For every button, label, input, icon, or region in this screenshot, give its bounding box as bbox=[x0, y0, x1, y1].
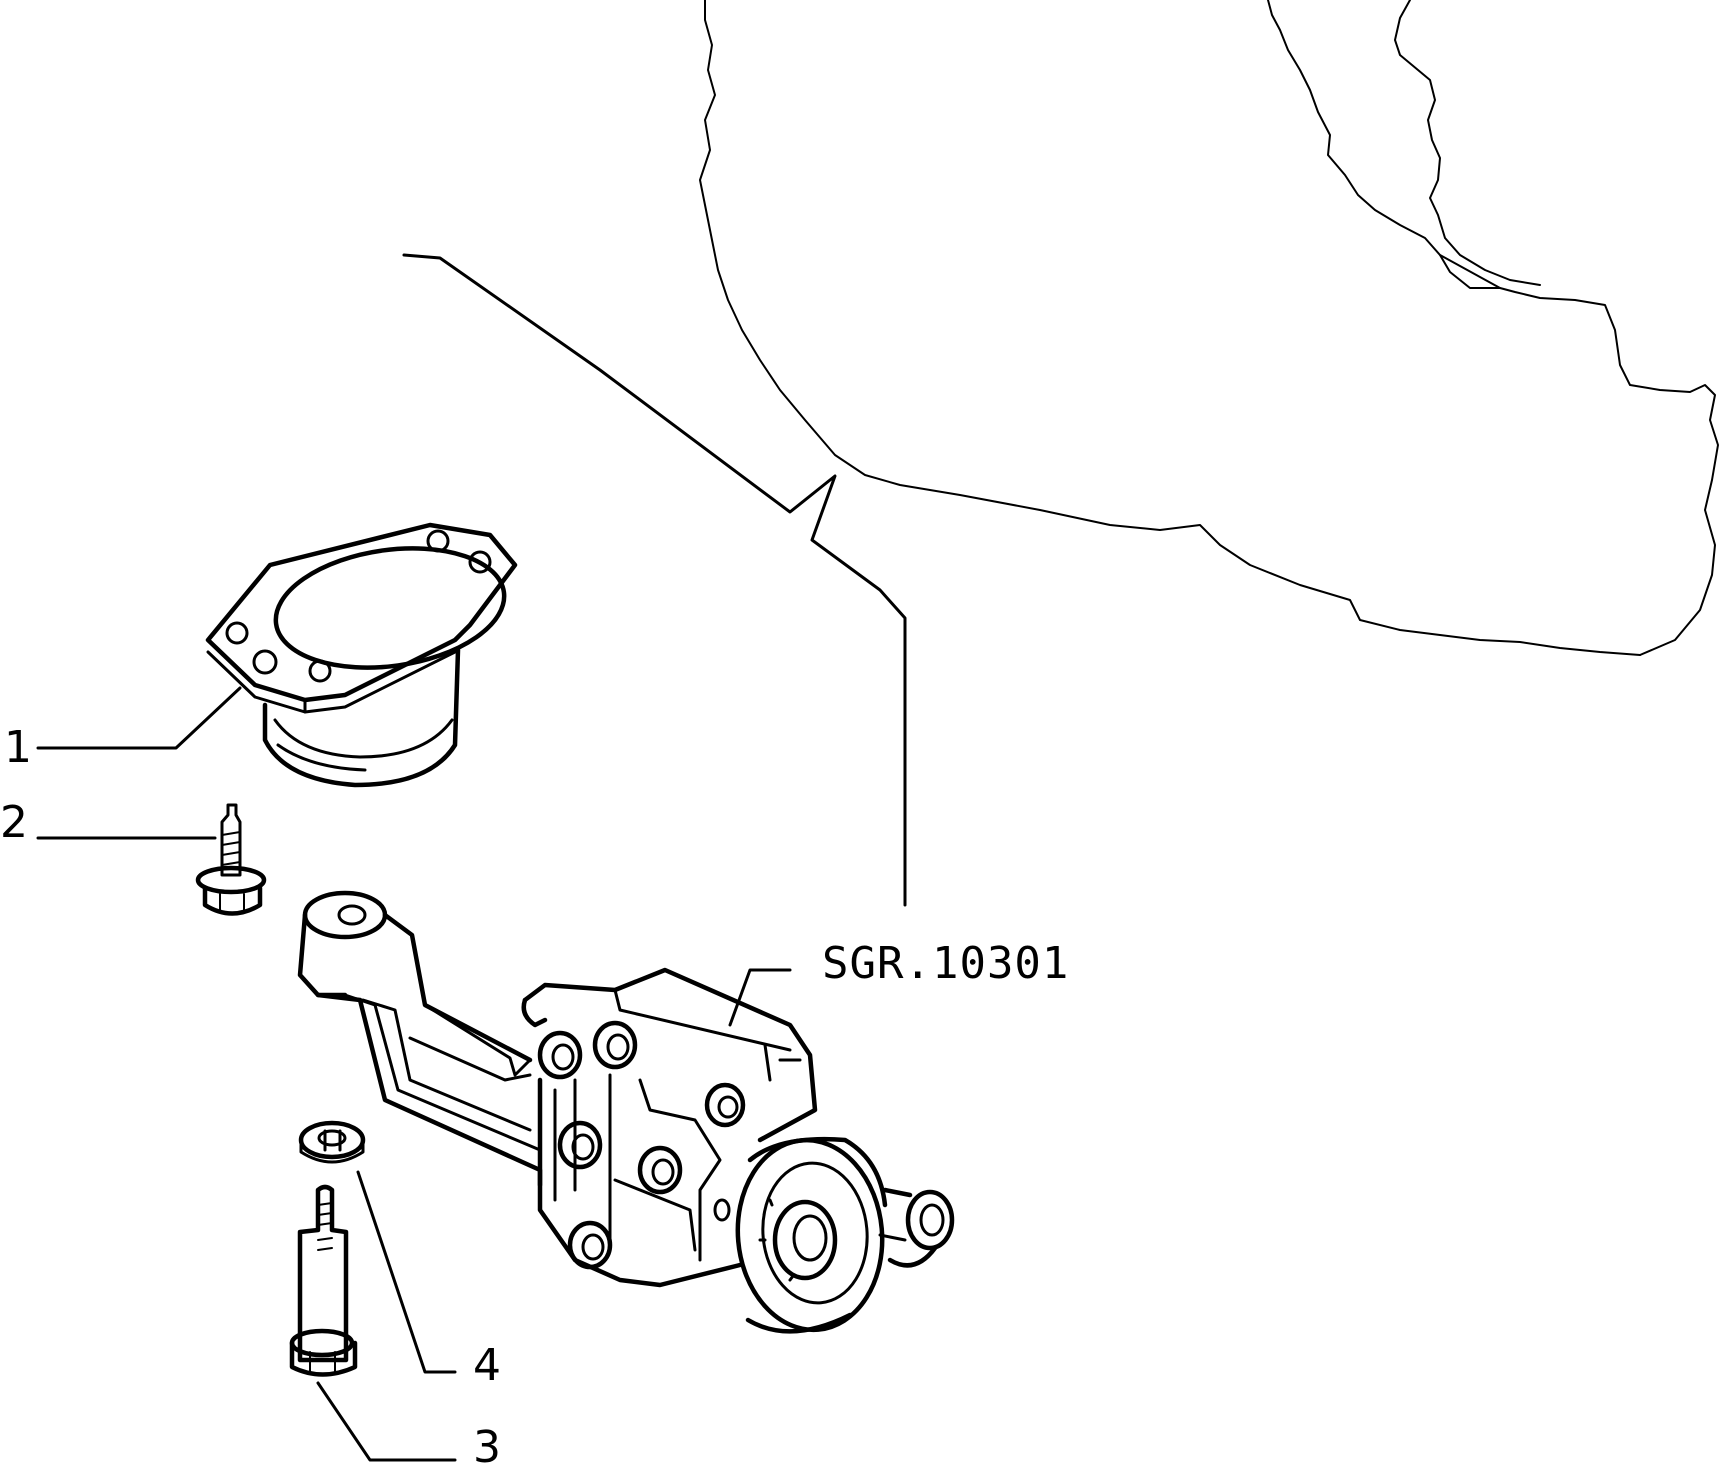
flanged-bolt-part bbox=[195, 803, 267, 916]
callout-leaders bbox=[36, 686, 792, 1462]
leader-4 bbox=[356, 1170, 457, 1374]
mount-to-engine-leader bbox=[402, 253, 907, 907]
leader-3 bbox=[316, 1381, 457, 1462]
leader-ref bbox=[728, 968, 792, 1027]
callout-1: 1 bbox=[4, 722, 32, 773]
engine-block-outline bbox=[699, 0, 1719, 656]
hex-bolt-part bbox=[289, 1184, 358, 1377]
washer-part bbox=[298, 1120, 366, 1164]
reference-code: SGR.10301 bbox=[822, 938, 1069, 989]
callout-4: 4 bbox=[473, 1340, 501, 1391]
leader-1 bbox=[36, 686, 242, 750]
callout-2: 2 bbox=[0, 797, 28, 848]
bracket-pulley-assembly bbox=[297, 890, 955, 1334]
callout-3: 3 bbox=[473, 1422, 501, 1468]
engine-mount-part bbox=[205, 522, 518, 788]
